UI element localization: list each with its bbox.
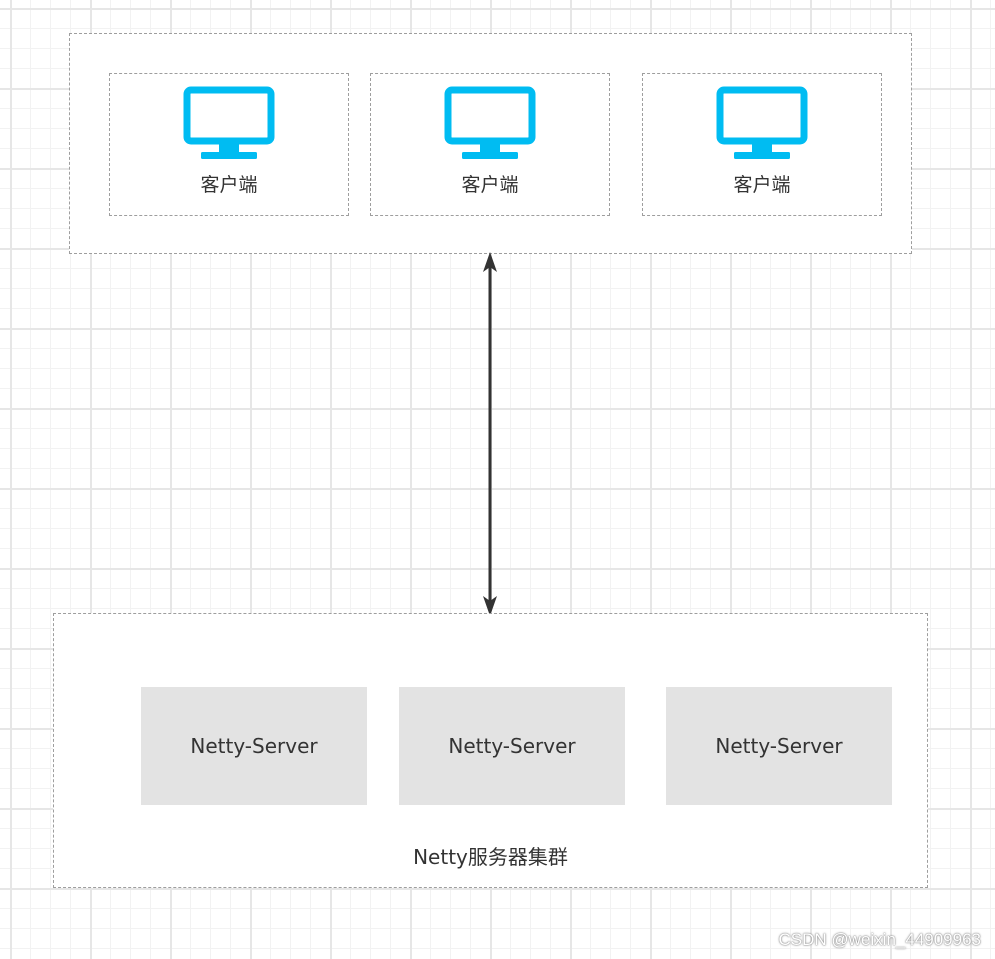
client-node: 客户端 [370, 73, 610, 216]
client-node: 客户端 [109, 73, 349, 216]
monitor-icon [444, 86, 536, 159]
server-node: Netty-Server [666, 687, 892, 805]
bidirectional-arrow [483, 252, 497, 616]
arrow-head-down [483, 596, 497, 616]
server-node: Netty-Server [141, 687, 367, 805]
client-label: 客户端 [200, 174, 258, 196]
client-node: 客户端 [642, 73, 882, 216]
cluster-label: Netty服务器集群 [413, 845, 568, 869]
client-label: 客户端 [733, 174, 791, 196]
server-cluster-group: Netty-Server Netty-Server Netty-Server N… [53, 613, 928, 888]
client-group: 客户端 客户端 客户端 [69, 33, 912, 254]
monitor-icon [183, 86, 275, 159]
server-node: Netty-Server [399, 687, 625, 805]
client-label: 客户端 [461, 174, 519, 196]
watermark: CSDN @weixin_44909963 [778, 930, 981, 949]
monitor-icon [716, 86, 808, 159]
arrow-head-up [483, 252, 497, 272]
